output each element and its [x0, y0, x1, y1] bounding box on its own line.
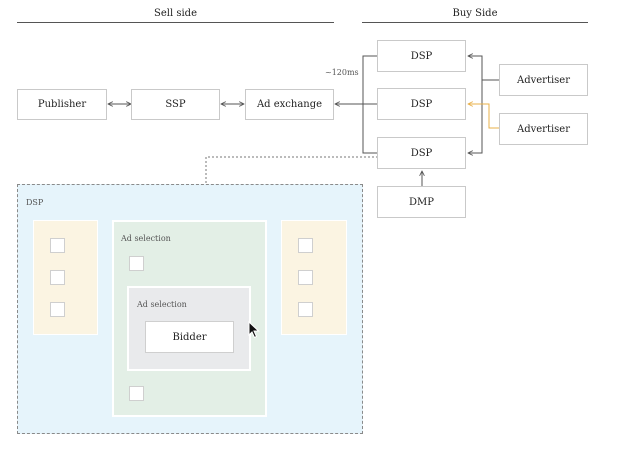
right-column-item	[298, 302, 313, 317]
advertiser-node-2: Advertiser	[499, 113, 588, 145]
dsp-detail-label: DSP	[26, 198, 44, 207]
publisher-node: Publisher	[17, 89, 107, 120]
ad-exchange-node: Ad exchange	[245, 89, 334, 120]
left-column-item	[50, 238, 65, 253]
latency-label: ~120ms	[325, 68, 359, 77]
ad-selection-item	[129, 386, 144, 401]
left-column-item	[50, 270, 65, 285]
mouse-cursor-icon	[248, 321, 260, 339]
left-column-item	[50, 302, 65, 317]
buy-side-title: Buy Side	[452, 8, 498, 19]
inner-ad-selection-label: Ad selection	[137, 300, 187, 309]
advertiser-node-1: Advertiser	[499, 64, 588, 96]
sell-side-rule	[17, 22, 334, 23]
ssp-node: SSP	[131, 89, 220, 120]
ad-selection-label: Ad selection	[121, 234, 171, 243]
right-column-item	[298, 238, 313, 253]
advertiser-dsp-highlight-connector	[468, 104, 499, 129]
dsp-node-top: DSP	[377, 40, 466, 72]
detail-leader-line	[205, 156, 378, 184]
dsp-node-bottom: DSP	[377, 137, 466, 169]
dsp-adexchange-connector	[335, 55, 378, 154]
right-column	[281, 220, 347, 335]
ad-selection-item	[129, 256, 144, 271]
right-column-item	[298, 270, 313, 285]
dsp-node-middle: DSP	[377, 88, 466, 120]
buy-side-rule	[362, 22, 588, 23]
dmp-node: DMP	[377, 186, 466, 218]
bidder-node: Bidder	[145, 321, 234, 353]
sell-side-title: Sell side	[154, 8, 197, 19]
left-column	[33, 220, 98, 335]
